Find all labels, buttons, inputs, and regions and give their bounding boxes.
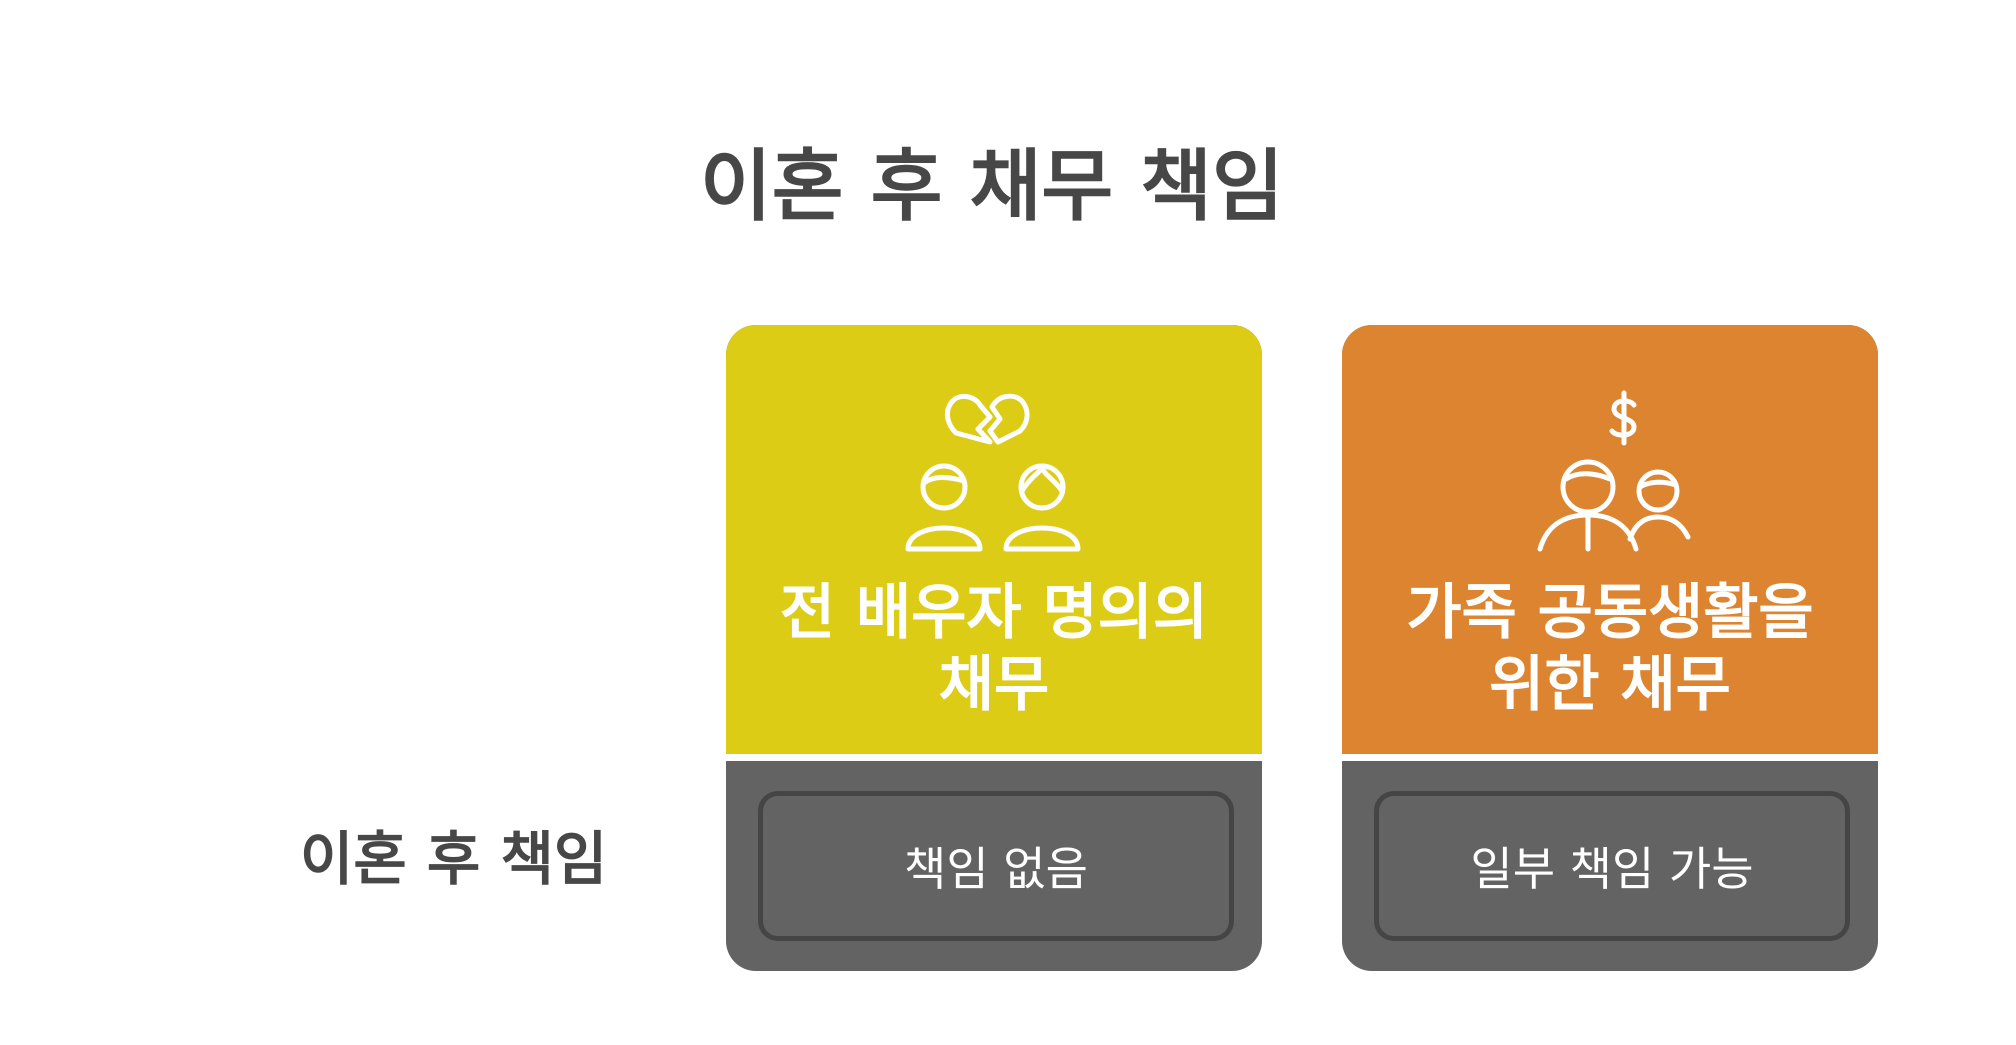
divider (726, 754, 1262, 761)
card-former-spouse-debt: 전 배우자 명의의 채무 책임 없음 (726, 325, 1262, 971)
result-box: 일부 책임 가능 (1374, 791, 1850, 941)
divider (1342, 754, 1878, 761)
row-label-responsibility: 이혼 후 책임 (300, 825, 608, 893)
family-money-icon (1537, 390, 1691, 552)
card-header: 전 배우자 명의의 채무 (726, 325, 1262, 754)
result-text: 책임 없음 (904, 842, 1088, 896)
card-heading: 가족 공동생활을 위한 채무 (1406, 578, 1814, 720)
result-box: 책임 없음 (758, 791, 1234, 941)
page-title: 이혼 후 채무 책임 (700, 142, 1284, 232)
card-family-living-debt: 가족 공동생활을 위한 채무 일부 책임 가능 (1342, 325, 1878, 971)
broken-heart-couple-icon (905, 393, 1081, 552)
result-text: 일부 책임 가능 (1470, 842, 1754, 896)
card-header: 가족 공동생활을 위한 채무 (1342, 325, 1878, 754)
card-heading: 전 배우자 명의의 채무 (779, 578, 1209, 720)
